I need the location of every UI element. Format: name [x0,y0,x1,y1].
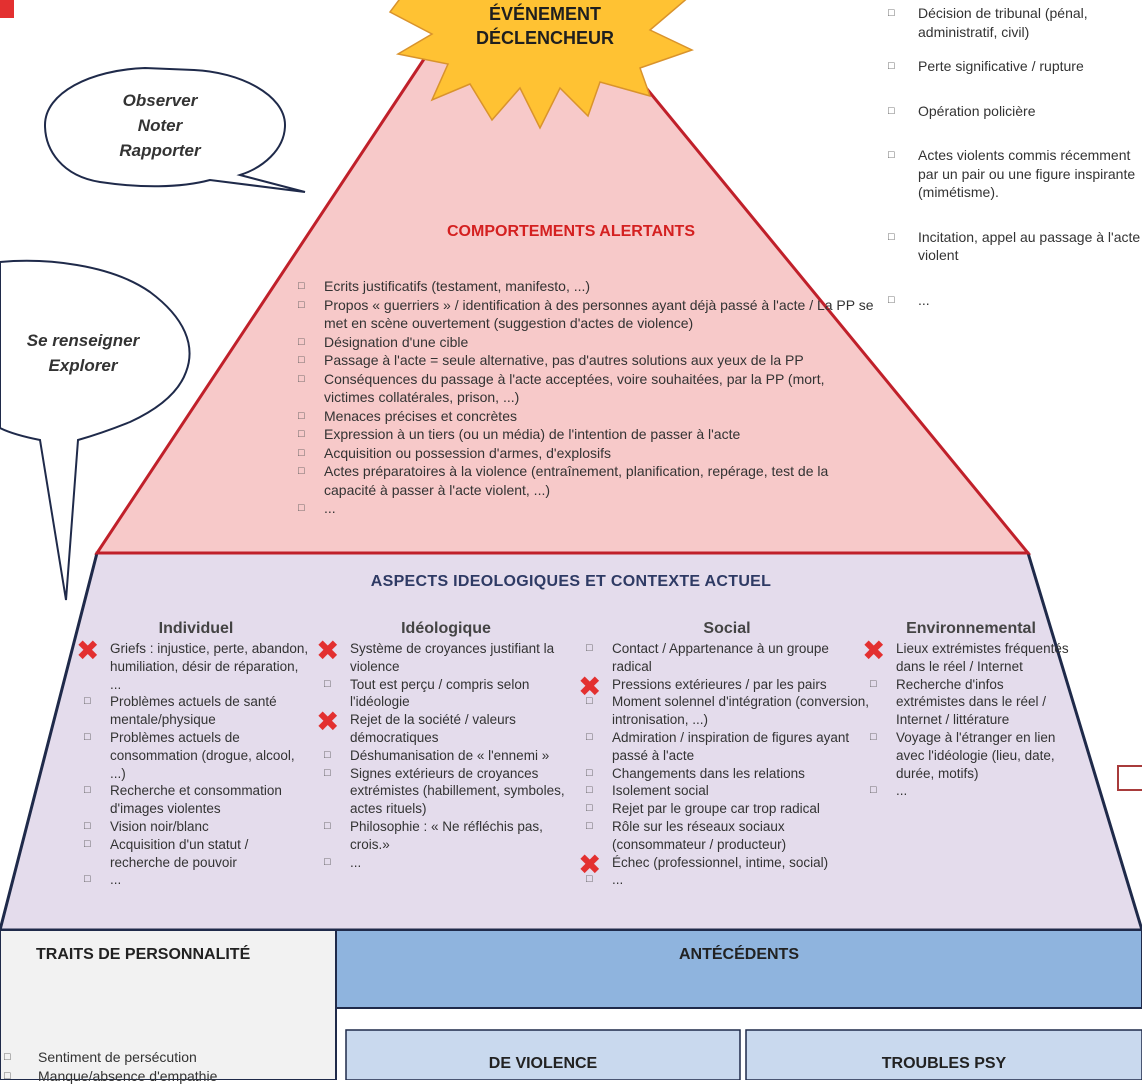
list-item: Tout est perçu / compris selon l'idéolog… [320,676,572,712]
violence-title: DE VIOLENCE [346,1055,740,1073]
bubble-observer-line-2: Noter [80,113,240,138]
psy-title: TROUBLES PSY [746,1055,1142,1073]
column-list: Système de croyances justifiant la viole… [320,640,572,871]
list-item: Admiration / inspiration de figures ayan… [582,729,872,765]
trigger-line-2: DÉCLENCHEUR [410,26,680,50]
column-heading: Individuel [80,620,312,638]
bubble-inform-line-2: Explorer [8,353,158,378]
bubble-observer-text: Observer Noter Rapporter [80,88,240,163]
column-list: Griefs : injustice, perte, abandon, humi… [80,640,312,889]
column-social: Social Contact / Appartenance à un group… [582,620,872,889]
list-item: Moment solennel d'intégration (conversio… [582,693,872,729]
column-list: Contact / Appartenance à un groupe radic… [582,640,872,889]
antecedents-header-box [336,930,1142,1008]
list-item: Déshumanisation de « l'ennemi » [320,747,572,765]
right-edge-marker [1118,766,1142,790]
list-item: Recherche d'infos extrémistes dans le ré… [866,676,1076,729]
list-item: Signes extérieurs de croyances extrémist… [320,765,572,818]
alert-item: Acquisition ou possession d'armes, d'exp… [294,444,874,463]
traits-item: Manque/absence d'empathie [0,1067,330,1085]
list-item: ... [582,871,872,889]
list-item: Problèmes actuels de santé mentale/physi… [80,693,312,729]
traits-list: Sentiment de persécution Manque/absence … [0,1048,330,1085]
alert-item: ... [294,499,874,518]
column-individuel: Individuel Griefs : injustice, perte, ab… [80,620,312,889]
list-item-flagged: Système de croyances justifiant la viole… [320,640,572,676]
alert-item: Actes préparatoires à la violence (entra… [294,462,874,499]
trigger-label: ÉVÉNEMENT DÉCLENCHEUR [410,2,680,50]
trigger-event: Opération policière [884,102,1142,121]
alert-title: COMPORTEMENTS ALERTANTS [0,223,1142,241]
column-heading: Social [582,620,872,638]
list-item: Isolement social [582,782,872,800]
alert-item: Ecrits justificatifs (testament, manifes… [294,277,874,296]
column-ideologique: Idéologique Système de croyances justifi… [320,620,572,871]
list-item-flagged: Rejet de la société / valeurs démocratiq… [320,711,572,747]
trigger-events-list: Décision de tribunal (pénal, administrat… [884,4,1142,335]
list-item: Rejet par le groupe car trop radical [582,800,872,818]
list-item-flagged: Lieux extrémistes fréquentés dans le rée… [866,640,1076,676]
list-item: ... [80,871,312,889]
alert-item: Menaces précises et concrètes [294,407,874,426]
alert-item: Conséquences du passage à l'acte accepté… [294,370,874,407]
alert-item: Propos « guerriers » / identification à … [294,296,874,333]
list-item: Contact / Appartenance à un groupe radic… [582,640,872,676]
list-item: Problèmes actuels de consommation (drogu… [80,729,312,782]
list-item: ... [866,782,1076,800]
alert-item: Désignation d'une cible [294,333,874,352]
corner-mark [0,0,14,18]
column-heading: Idéologique [320,620,572,638]
trigger-event: Actes violents commis récemment par un p… [884,146,1142,202]
trigger-event: ... [884,291,1142,310]
list-item-flagged: Griefs : injustice, perte, abandon, humi… [80,640,312,693]
trigger-event: Décision de tribunal (pénal, administrat… [884,4,1142,41]
column-heading: Environnemental [866,620,1076,638]
list-item: Philosophie : « Ne réfléchis pas, crois.… [320,818,572,854]
trigger-event: Perte significative / rupture [884,57,1142,76]
list-item: Recherche et consommation d'images viole… [80,782,312,818]
alert-item: Expression à un tiers (ou un média) de l… [294,425,874,444]
trigger-line-1: ÉVÉNEMENT [410,2,680,26]
column-environnemental: Environnemental Lieux extrémistes fréque… [866,620,1076,800]
list-item: Changements dans les relations [582,765,872,783]
column-list: Lieux extrémistes fréquentés dans le rée… [866,640,1076,800]
bubble-inform-text: Se renseigner Explorer [8,328,158,378]
traits-item: Sentiment de persécution [0,1048,330,1067]
list-item: Voyage à l'étranger en lien avec l'idéol… [866,729,1076,782]
alert-list: Ecrits justificatifs (testament, manifes… [294,277,874,518]
list-item: Acquisition d'un statut / recherche de p… [80,836,312,872]
bubble-inform-line-1: Se renseigner [8,328,158,353]
list-item: Vision noir/blanc [80,818,312,836]
bubble-observer-line-1: Observer [80,88,240,113]
alert-item: Passage à l'acte = seule alternative, pa… [294,351,874,370]
list-item-flagged: Pressions extérieures / par les pairs [582,676,872,694]
list-item-flagged: Échec (professionnel, intime, social) [582,854,872,872]
bubble-observer-line-3: Rapporter [80,138,240,163]
list-item: ... [320,854,572,872]
antecedents-title: ANTÉCÉDENTS [336,946,1142,964]
list-item: Rôle sur les réseaux sociaux (consommate… [582,818,872,854]
ideology-title: ASPECTS IDEOLOGIQUES ET CONTEXTE ACTUEL [0,573,1142,591]
traits-title: TRAITS DE PERSONNALITÉ [36,946,250,964]
